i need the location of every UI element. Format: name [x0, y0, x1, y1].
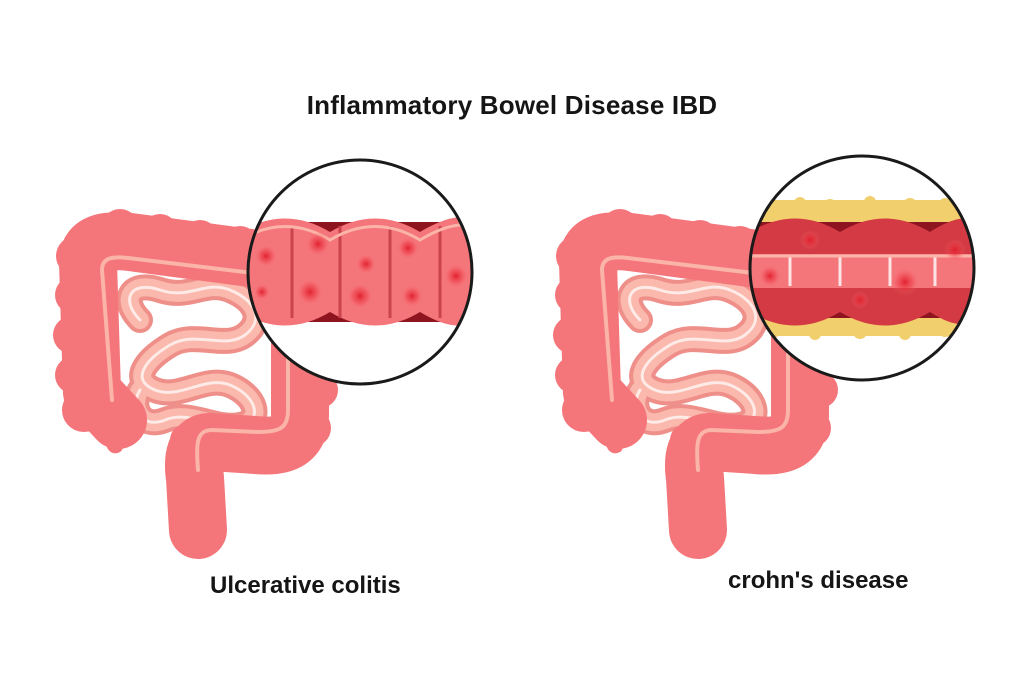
caption-ulcerative-colitis: Ulcerative colitis — [210, 572, 401, 599]
diagram-title: Inflammatory Bowel Disease IBD — [306, 90, 718, 120]
caption-crohns-disease: crohn's disease — [728, 567, 909, 594]
transmural-lesions — [759, 230, 966, 309]
narrowed-lumen — [750, 254, 974, 288]
ulcer-spots — [254, 232, 468, 309]
magnifier-left — [246, 158, 474, 386]
ulcerative-colitis-panel — [53, 158, 474, 533]
magnifier-right — [748, 154, 976, 382]
crohns-disease-panel — [553, 154, 976, 533]
